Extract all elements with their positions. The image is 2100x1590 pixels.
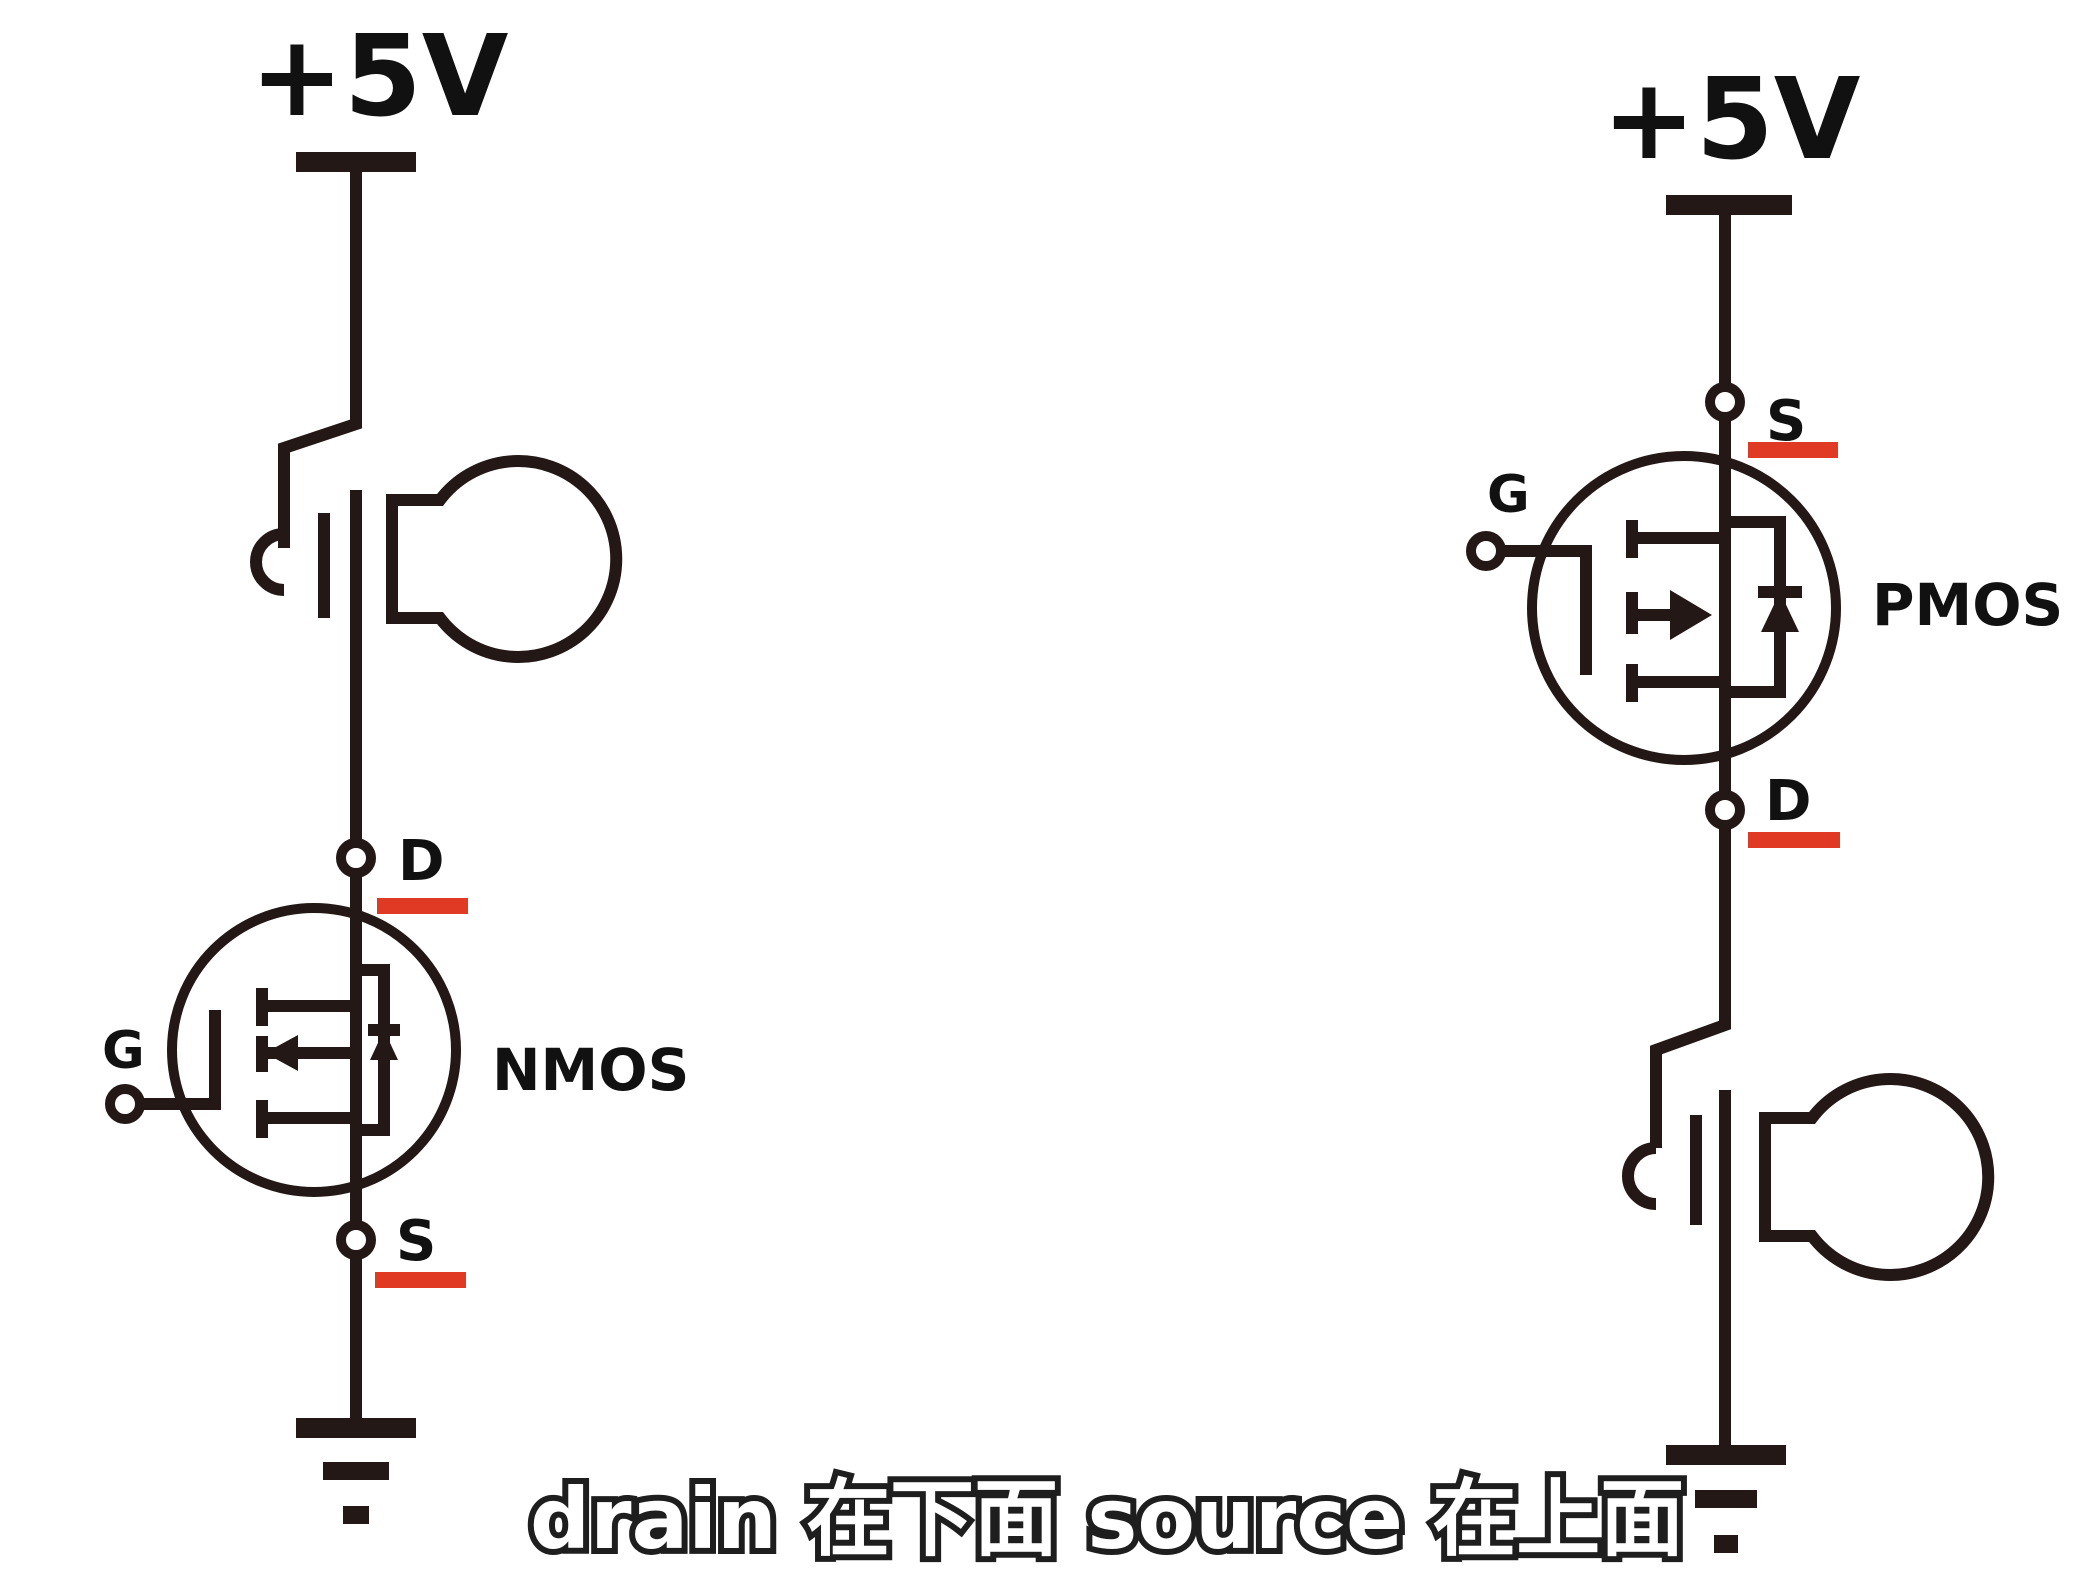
nmos-supply-wire (278, 172, 362, 548)
pmos-drain-terminal (1705, 790, 1745, 830)
nmos-transistor-icon (128, 873, 461, 1240)
nmos-gate-terminal (105, 1084, 145, 1124)
pmos-source-terminal (1705, 382, 1745, 422)
pmos-lamp-wire (1650, 825, 1731, 1148)
nmos-supply-rail (296, 152, 416, 172)
nmos-gate-label: G (102, 1021, 145, 1081)
pmos-supply-label: +5V (1602, 55, 1861, 185)
nmos-device-label: NMOS (492, 1036, 689, 1104)
nmos-supply-label: +5V (250, 12, 509, 142)
pmos-gate-label: G (1487, 465, 1530, 525)
nmos-ground-icon (296, 1418, 416, 1524)
pmos-supply-rail (1666, 195, 1792, 215)
pmos-transistor-icon (1500, 417, 1841, 797)
pmos-lamp-icon (1622, 1073, 1995, 1450)
nmos-drain-terminal (336, 838, 376, 878)
pmos-circuit: +5V S G PMOS D (1466, 55, 2063, 1553)
pmos-ground-icon (1666, 1445, 1786, 1553)
nmos-source-label: S (396, 1209, 436, 1274)
nmos-source-terminal (336, 1220, 376, 1260)
pmos-gate-terminal (1466, 531, 1506, 571)
nmos-circuit: +5V D G NMOS (102, 12, 689, 1524)
nmos-lamp-icon (250, 455, 623, 860)
nmos-drain-label: D (398, 829, 444, 894)
pmos-device-label: PMOS (1872, 571, 2063, 639)
pmos-drain-label: D (1765, 769, 1811, 834)
subtitle-caption: drain 在下面 source 在上面 (530, 1470, 1684, 1568)
